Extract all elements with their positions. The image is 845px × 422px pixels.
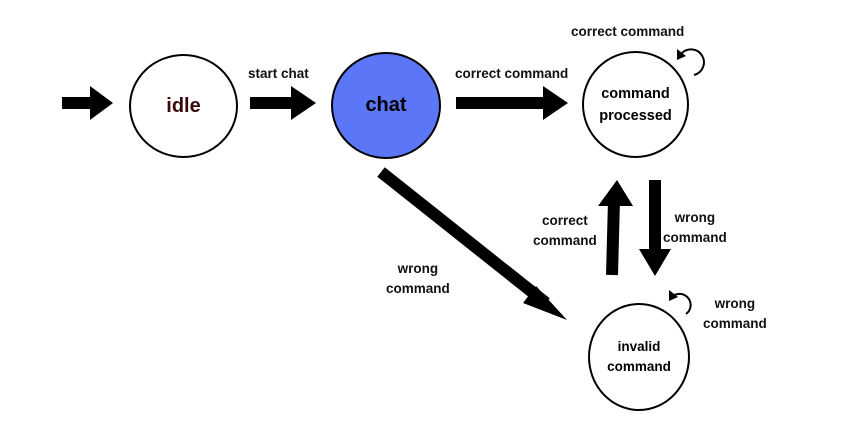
edge-label-chat-to-invalid-line1: wrong <box>397 261 439 276</box>
state-invalid-command-label-line1: invalid <box>617 339 661 354</box>
state-invalid-command-label-line2: command <box>607 359 671 374</box>
edge-label-processed-to-invalid-line1: wrong <box>674 210 716 225</box>
edge-label-invalid-to-processed: correct command <box>533 211 597 251</box>
state-command-processed-label-line1: command <box>601 85 670 102</box>
edge-label-processed-to-invalid-line2: command <box>663 230 727 245</box>
state-command-processed-label-line2: processed <box>599 107 672 124</box>
state-chat-label: chat <box>365 94 407 116</box>
edge-label-chat-to-processed: correct command <box>455 66 569 81</box>
edge-label-processed-self-loop: correct command <box>571 24 685 39</box>
edge-label-processed-to-invalid: wrong command <box>663 208 727 248</box>
arrow-chat-to-invalid <box>377 167 567 320</box>
self-loop-processed <box>677 48 705 76</box>
edge-label-invalid-to-processed-line1: correct <box>541 213 588 228</box>
edge-label-invalid-to-processed-line2: command <box>533 233 597 248</box>
state-idle: idle <box>129 54 238 158</box>
edge-label-start-chat: start chat <box>248 66 309 81</box>
edge-label-invalid-self-loop-line1: wrong <box>714 296 756 311</box>
state-command-processed: command processed <box>582 51 689 158</box>
self-loop-invalid <box>669 290 692 315</box>
edge-label-invalid-self-loop-line2: command <box>703 316 767 331</box>
arrow-idle-to-chat <box>250 86 316 120</box>
initial-arrow <box>62 86 113 120</box>
edge-label-invalid-self-loop: wrong command <box>703 294 767 334</box>
arrow-chat-to-processed <box>456 86 568 120</box>
edge-label-chat-to-invalid: wrong command <box>386 259 450 299</box>
state-invalid-command: invalid command <box>588 303 690 411</box>
arrow-invalid-to-processed <box>598 180 633 276</box>
arrow-processed-to-invalid <box>639 180 671 276</box>
edge-label-chat-to-invalid-line2: command <box>386 281 450 296</box>
state-idle-label: idle <box>166 94 201 117</box>
state-chat: chat <box>331 52 441 159</box>
